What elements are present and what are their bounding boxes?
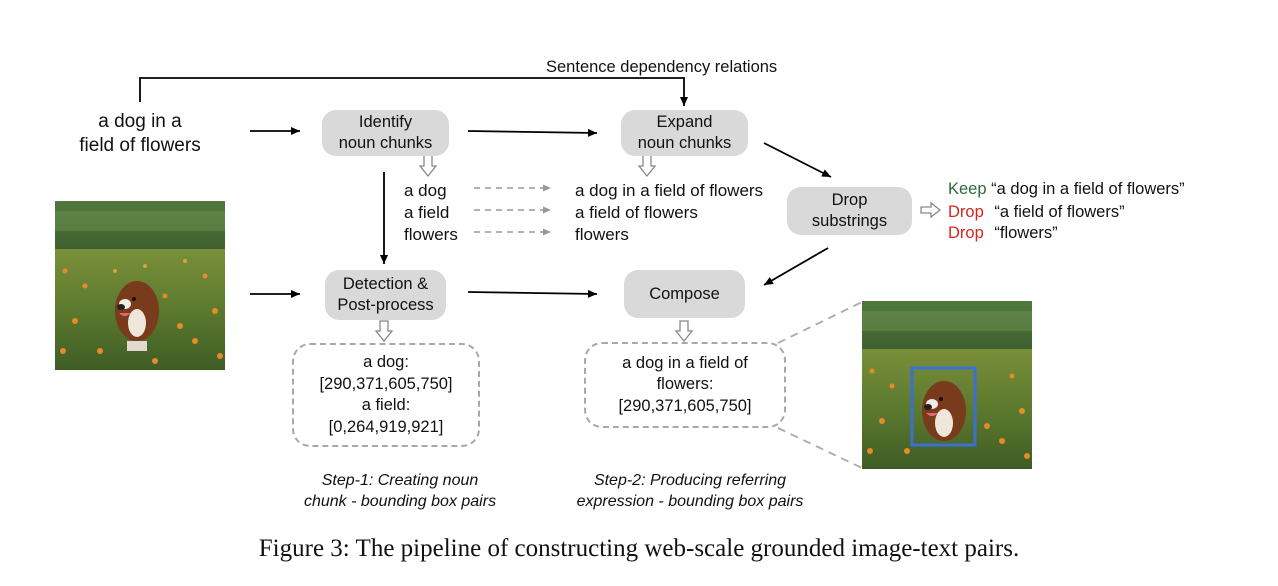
drop-label: Drop — [948, 224, 984, 242]
detection-output-box: a dog: [290,371,605,750] a field: [0,264… — [292, 343, 480, 447]
input-caption-line-2: field of flowers — [79, 135, 201, 156]
drop-label: Drop — [948, 203, 984, 221]
compose-output-line: flowers: — [656, 375, 714, 394]
figure-caption: Figure 3: The pipeline of constructing w… — [258, 535, 1020, 562]
identify-line-2: noun chunks — [338, 134, 433, 152]
zoom-line-bottom — [777, 427, 863, 469]
arrow-identify-to-expand — [467, 128, 598, 137]
drop-line-1: Drop — [831, 191, 868, 209]
expanded-chunk: flowers — [575, 225, 629, 244]
zoom-line-top — [777, 301, 863, 344]
hollow-down-arrow-icon — [674, 320, 694, 343]
compose-node: Compose — [624, 270, 745, 318]
noun-chunk: a dog — [404, 181, 447, 200]
noun-chunk: a field — [404, 203, 450, 222]
dependency-label: Sentence dependency relations — [546, 58, 778, 76]
detection-line-2: Post-process — [337, 296, 434, 314]
noun-chunk: flowers — [404, 225, 458, 244]
drop-text: “flowers” — [994, 224, 1058, 242]
dog-photo — [55, 201, 225, 370]
drop-text: “a field of flowers” — [994, 203, 1125, 221]
expand-line-1: Expand — [656, 113, 713, 131]
step1-line-2: chunk - bounding box pairs — [303, 493, 497, 510]
keep-label: Keep — [948, 180, 987, 198]
detection-postprocess-node: Detection & Post-process — [325, 270, 446, 320]
filter-result-drop: Drop “a field of flowers” — [948, 202, 1125, 223]
step2-line-2: expression - bounding box pairs — [576, 493, 804, 510]
identify-noun-chunks-node: Identify noun chunks — [322, 110, 449, 156]
arrow-detection-to-compose — [467, 289, 598, 298]
hollow-down-arrow-icon — [637, 154, 657, 178]
expanded-chunk: a field of flowers — [575, 203, 698, 222]
identify-line-1: Identify — [358, 113, 413, 131]
compose-output-box: a dog in a field of flowers: [290,371,60… — [584, 342, 786, 428]
compose-output-line: [290,371,605,750] — [618, 396, 752, 415]
drop-line-2: substrings — [811, 212, 888, 230]
detection-line-1: Detection & — [342, 275, 429, 293]
expand-line-2: noun chunks — [637, 134, 732, 152]
filter-result-keep: Keep “a dog in a field of flowers” — [948, 179, 1185, 200]
dependency-line — [139, 77, 688, 106]
filter-result-drop: Drop “flowers” — [948, 223, 1058, 244]
hollow-down-arrow-icon — [374, 320, 394, 343]
arrow-expand-to-drop — [763, 142, 832, 178]
keep-text: “a dog in a field of flowers” — [991, 180, 1185, 198]
input-caption: a dog in a field of flowers — [60, 110, 220, 158]
hollow-down-arrow-icon — [418, 154, 438, 178]
hollow-right-arrow-icon — [920, 201, 942, 219]
step1-line-1: Step-1: Creating noun — [321, 472, 479, 489]
bounding-box — [910, 366, 977, 447]
expand-noun-chunks-node: Expand noun chunks — [621, 110, 748, 156]
dog-photo-with-bbox — [862, 301, 1032, 469]
detection-output-line: [0,264,919,921] — [328, 417, 444, 436]
detection-output-line: [290,371,605,750] — [319, 374, 453, 393]
step1-caption: Step-1: Creating noun chunk - bounding b… — [290, 470, 510, 512]
step2-line-1: Step-2: Producing referring — [593, 472, 787, 489]
expanded-chunk: a dog in a field of flowers — [575, 181, 764, 200]
detection-output-line: a field: — [361, 396, 411, 414]
step2-caption: Step-2: Producing referring expression -… — [556, 470, 824, 512]
arrow-drop-to-compose — [763, 247, 829, 286]
compose-label: Compose — [649, 284, 720, 303]
input-caption-line-1: a dog in a — [98, 111, 182, 132]
compose-output-line: a dog in a field of — [622, 353, 748, 372]
detection-output-line: a dog: — [363, 353, 409, 371]
drop-substrings-node: Drop substrings — [787, 187, 912, 235]
